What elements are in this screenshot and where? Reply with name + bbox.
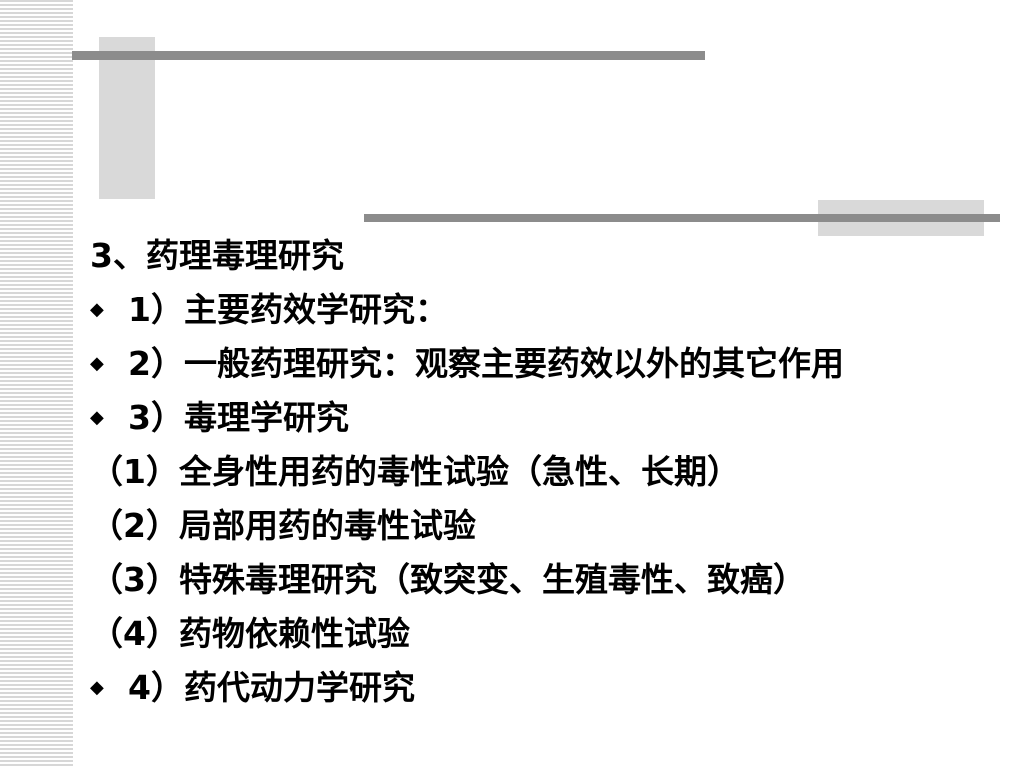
sub-text-local-toxicity: （2）局部用药的毒性试验 (90, 506, 476, 545)
diamond-bullet-icon: ◆ (90, 677, 104, 698)
diamond-bullet-icon: ◆ (90, 299, 104, 320)
sub-line-systemic-toxicity: （1）全身性用药的毒性试验（急性、长期） (90, 452, 960, 492)
diamond-bullet-icon: ◆ (90, 353, 104, 374)
decorative-middle-bar (364, 214, 1000, 222)
slide-content: 3、药理毒理研究 ◆ 1）主要药效学研究： ◆ 2）一般药理研究：观察主要药效以… (90, 236, 960, 722)
bullet-text-pharmacokinetics: 4）药代动力学研究 (128, 668, 415, 707)
bullet-text-general-pharmacology: 2）一般药理研究：观察主要药效以外的其它作用 (128, 344, 844, 383)
section-heading: 3、药理毒理研究 (90, 236, 344, 275)
sub-text-dependence: （4）药物依赖性试验 (90, 614, 410, 653)
sub-line-special-toxicity: （3）特殊毒理研究（致突变、生殖毒性、致癌） (90, 560, 960, 600)
sub-line-local-toxicity: （2）局部用药的毒性试验 (90, 506, 960, 546)
bullet-text-efficacy: 1）主要药效学研究： (128, 290, 448, 329)
decorative-top-bar (72, 51, 705, 60)
bullet-line-toxicology: ◆ 3）毒理学研究 (90, 398, 960, 438)
sub-text-systemic-toxicity: （1）全身性用药的毒性试验（急性、长期） (90, 452, 740, 491)
bullet-line-efficacy: ◆ 1）主要药效学研究： (90, 290, 960, 330)
heading-line: 3、药理毒理研究 (90, 236, 960, 276)
bullet-line-general-pharmacology: ◆ 2）一般药理研究：观察主要药效以外的其它作用 (90, 344, 960, 384)
bullet-text-toxicology: 3）毒理学研究 (128, 398, 349, 437)
diamond-bullet-icon: ◆ (90, 407, 104, 428)
bullet-line-pharmacokinetics: ◆ 4）药代动力学研究 (90, 668, 960, 708)
decorative-stripes (0, 0, 73, 768)
sub-text-special-toxicity: （3）特殊毒理研究（致突变、生殖毒性、致癌） (90, 560, 806, 599)
decorative-vertical-block (99, 37, 155, 199)
sub-line-dependence: （4）药物依赖性试验 (90, 614, 960, 654)
